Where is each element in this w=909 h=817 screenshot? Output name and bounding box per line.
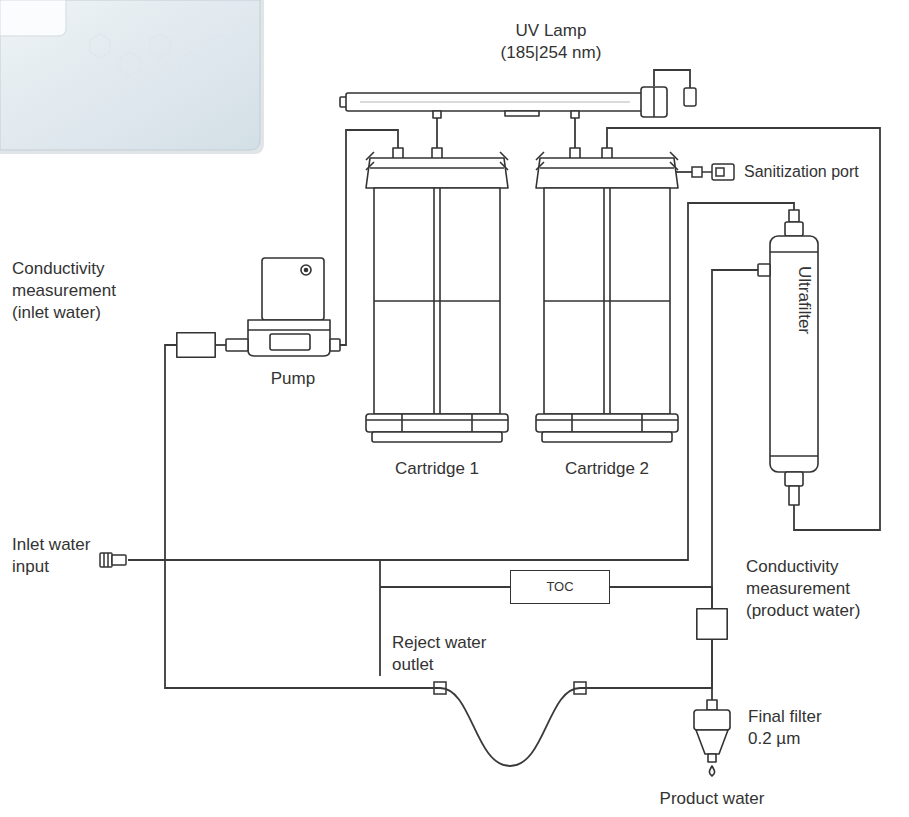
tube-connectors (434, 682, 586, 694)
lamp-cable (654, 70, 690, 88)
component-label: TOC (546, 579, 573, 595)
cartridge-outline (532, 148, 682, 443)
component-label: Cartridge 2 (532, 458, 682, 480)
device-photo (0, 0, 264, 154)
final-filter-outline (690, 700, 734, 778)
inlet-connector (100, 553, 112, 567)
pipe (128, 70, 794, 676)
component-label: Ultrafilter (793, 250, 815, 350)
reject-pipe (380, 586, 510, 588)
component-label: Pump (236, 368, 350, 390)
conductivity-sensor-outline (176, 332, 216, 358)
pump-outline (226, 256, 340, 360)
conductivity-sensor: Conductivity measurement (product water) (696, 556, 896, 646)
label-anchor: Product water (612, 788, 812, 810)
annotation-label: Sanitization port (742, 161, 861, 183)
annotation-label: Inlet water input (12, 534, 102, 578)
sanitization-pipe (676, 171, 692, 173)
toc-box: TOC (510, 570, 610, 604)
photo-panel (0, 0, 260, 150)
conductivity-sensor-symbol (176, 332, 216, 358)
ultrafilter: Ultrafilter (758, 210, 825, 505)
reject-pipe (379, 560, 381, 676)
lamp-plug (684, 88, 696, 106)
annotation-label: Reject water outlet (392, 632, 497, 676)
cartridge-symbol (532, 148, 682, 443)
conductivity-sensor: Conductivity measurement (inlet water) (12, 258, 218, 360)
final-filter: Final filter 0.2 µm (690, 700, 840, 790)
ultrafilter-symbol (758, 210, 825, 505)
sanitization-port-symbol (712, 164, 734, 180)
uv-lamp-outline (340, 86, 670, 118)
conductivity-sensor-outline (696, 608, 728, 640)
uv-lamp: UV Lamp (185|254 nm) (340, 16, 700, 120)
cartridge-symbol (362, 148, 512, 443)
inlet-connector (112, 555, 126, 565)
uv-lamp-symbol (340, 86, 670, 118)
photo-pattern (90, 34, 230, 76)
component-label: UV Lamp (185|254 nm) (492, 20, 610, 64)
cartridge-outline (362, 148, 512, 443)
component-label: Conductivity measurement (product water) (746, 556, 881, 622)
label-anchor: Reject water outlet (392, 632, 497, 676)
pipe (574, 118, 576, 148)
annotation-label: Product water (612, 788, 812, 810)
pipe (610, 587, 712, 608)
component-label: Final filter 0.2 µm (748, 706, 843, 750)
pipe (216, 344, 226, 346)
component-label: Conductivity measurement (inlet water) (12, 258, 137, 324)
sanitization-valve (702, 171, 712, 173)
ultrafilter-outline (758, 210, 825, 505)
conductivity-sensor-symbol (696, 608, 728, 640)
cartridge: Cartridge 2 (532, 148, 682, 488)
fittings (100, 88, 734, 567)
final-filter-symbol (690, 700, 734, 778)
inlet-connector (104, 553, 108, 567)
label-anchor: Inlet water input (12, 534, 102, 578)
sanitization-port-symbol (716, 168, 724, 176)
photo-sheet (0, 0, 66, 36)
label-anchor: Sanitization port (742, 161, 861, 183)
photo-shadow (0, 0, 264, 154)
cartridge: Cartridge 1 (362, 148, 512, 488)
pipe (436, 118, 438, 148)
component-label: Cartridge 1 (362, 458, 512, 480)
pump: Pump (226, 256, 350, 396)
sanitization-valve (692, 167, 702, 177)
pump-symbol (226, 256, 340, 360)
